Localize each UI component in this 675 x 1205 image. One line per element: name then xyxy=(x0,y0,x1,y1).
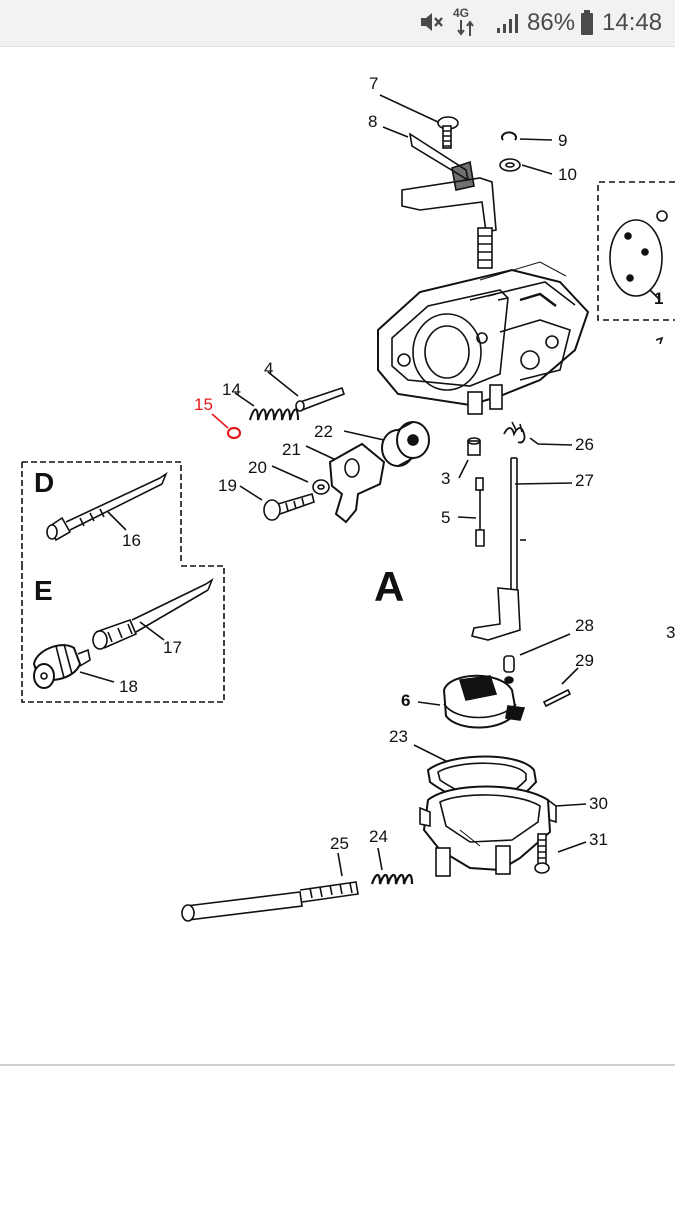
callout-31: 31 xyxy=(589,830,608,849)
part-4-pin xyxy=(267,371,346,412)
clock: 14:48 xyxy=(602,9,663,36)
part-5-needle xyxy=(457,477,485,547)
part-1-disc xyxy=(609,210,668,301)
part-10-washer xyxy=(499,158,553,175)
part-31-bolt xyxy=(534,833,587,874)
part-19-screw xyxy=(239,485,315,521)
battery-percent: 86% xyxy=(527,9,576,36)
callout-3: 3 xyxy=(441,469,450,488)
part-9-clip xyxy=(501,131,553,141)
part-22-drum xyxy=(343,421,430,467)
bottom-divider xyxy=(0,1064,675,1066)
callout-9: 9 xyxy=(558,131,567,150)
callout-21: 21 xyxy=(282,440,301,459)
mobile-data-icon xyxy=(457,20,474,36)
part-1-fragment xyxy=(655,336,664,345)
part-25-screw xyxy=(181,852,359,922)
callout-14: 14 xyxy=(222,380,241,399)
callout-18: 18 xyxy=(119,677,138,696)
part-28-valve xyxy=(503,633,571,684)
callout-17: 17 xyxy=(163,638,182,657)
callout-24: 24 xyxy=(369,827,388,846)
callout-29: 29 xyxy=(575,651,594,670)
callout-25: 25 xyxy=(330,834,349,853)
part-24-spring xyxy=(370,847,414,885)
inset-label-e: E xyxy=(34,575,53,606)
inset-label-d: D xyxy=(34,467,54,498)
part-26-spring xyxy=(503,421,573,446)
part-8-lever xyxy=(382,126,497,269)
callout-10: 10 xyxy=(558,165,577,184)
part-18-adjuster xyxy=(32,643,115,689)
callout-4: 4 xyxy=(264,359,273,378)
callout-27: 27 xyxy=(575,471,594,490)
inset-box-e xyxy=(21,564,225,703)
status-bar: 4G 86% 14:48 xyxy=(0,0,675,47)
callout-28: 28 xyxy=(575,616,594,635)
exploded-carburetor-diagram: 7 8 9 10 4 14 15 22 21 20 19 26 3 27 5 1… xyxy=(21,74,675,922)
carburetor-body xyxy=(377,261,590,415)
callout-22: 22 xyxy=(314,422,333,441)
part-3-jet xyxy=(458,437,481,479)
inset-box-d xyxy=(21,461,182,564)
callout-23: 23 xyxy=(389,727,408,746)
part-16-mixture-needle xyxy=(46,471,168,542)
battery-icon xyxy=(581,10,593,35)
section-label-a: A xyxy=(374,563,404,610)
callout-20: 20 xyxy=(248,458,267,477)
callout-19: 19 xyxy=(218,476,237,495)
inset-box-right xyxy=(597,181,675,321)
part-21-choke-lever xyxy=(305,442,386,524)
signal-icon xyxy=(497,14,518,33)
callout-15-highlighted: 15 xyxy=(194,395,213,414)
callout-8: 8 xyxy=(368,112,377,131)
part-6-float xyxy=(417,674,526,729)
part-17-needle xyxy=(92,577,214,650)
part-27-float-arm xyxy=(471,457,573,641)
parts-diagram[interactable]: 7 8 9 10 4 14 15 22 21 20 19 26 3 27 5 1… xyxy=(0,46,675,1200)
callout-30: 30 xyxy=(589,794,608,813)
callout-7: 7 xyxy=(369,74,378,93)
mute-icon xyxy=(421,13,443,31)
callout-26: 26 xyxy=(575,435,594,454)
part-29-pin xyxy=(542,667,579,708)
part-15-oring xyxy=(211,413,242,440)
part-7-screw xyxy=(379,94,459,149)
part-14-spring xyxy=(234,392,299,421)
network-type-label: 4G xyxy=(453,6,470,20)
callout-5: 5 xyxy=(441,508,450,527)
callout-16: 16 xyxy=(122,531,141,550)
part-20-washer xyxy=(271,465,330,495)
part-30-float-bowl xyxy=(419,785,587,877)
edge-label-1: 1 xyxy=(654,289,663,308)
edge-label-3: 3 xyxy=(666,623,675,642)
callout-6: 6 xyxy=(401,691,410,710)
